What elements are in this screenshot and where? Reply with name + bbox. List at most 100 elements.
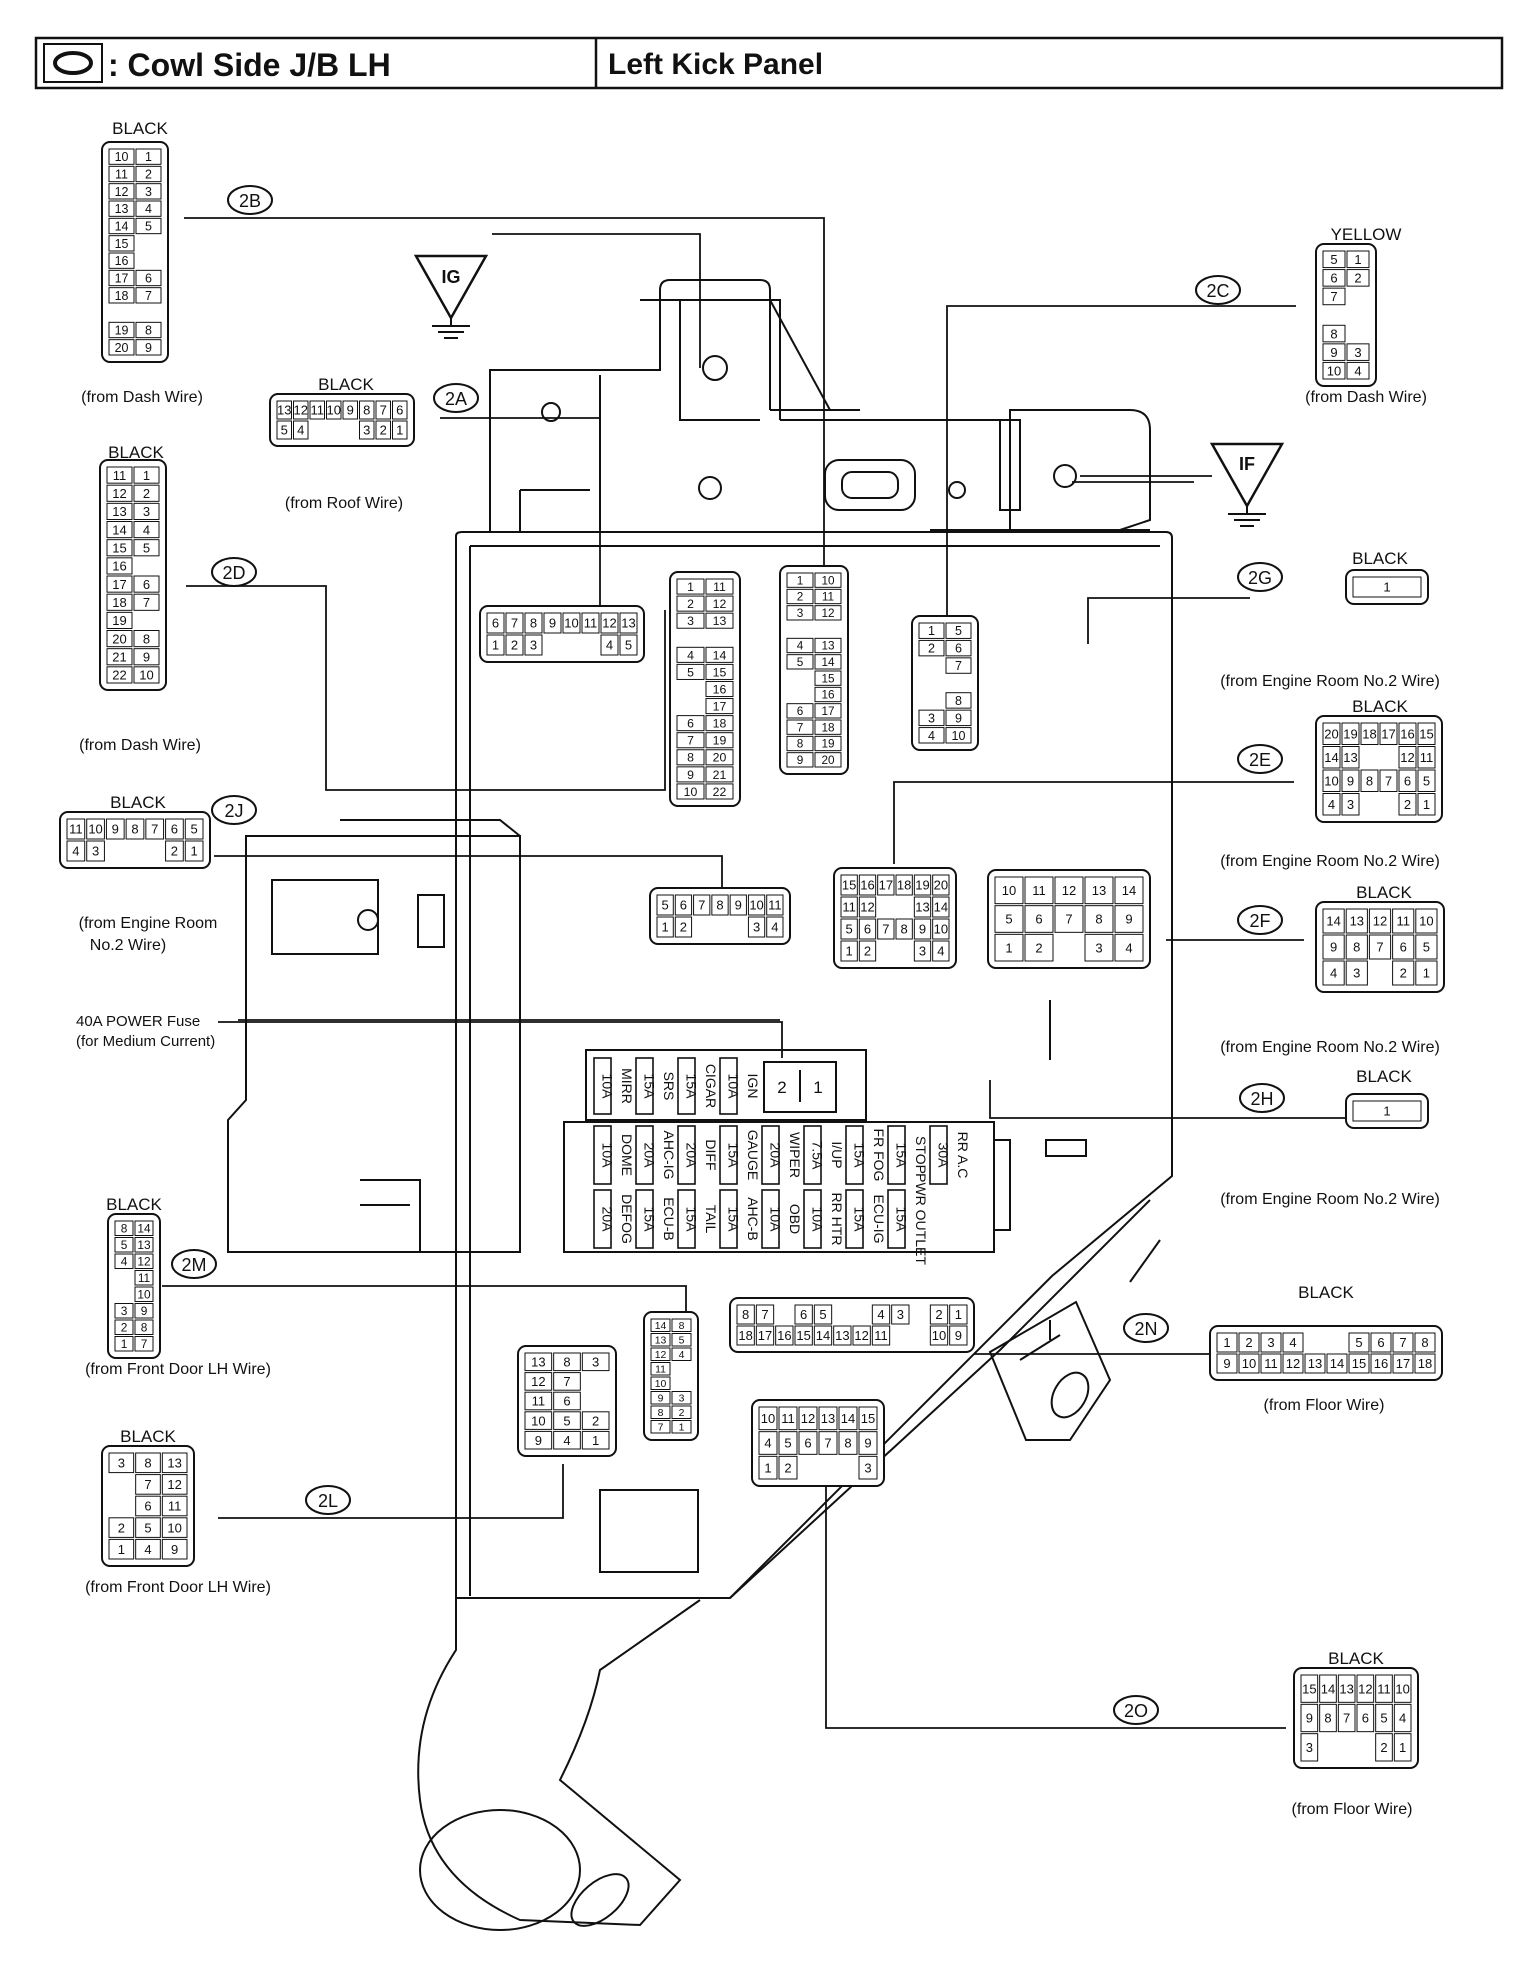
pin-cell (1370, 1332, 1392, 1353)
pin-cell (705, 680, 734, 698)
pin-number: 14 (137, 1222, 151, 1236)
pin-number: 20 (713, 751, 727, 765)
pin-cell (932, 874, 950, 896)
pin-cell (671, 1318, 692, 1332)
pin-cell (135, 217, 162, 235)
pin-number: 2 (143, 486, 150, 501)
connector-housing-c2M (107, 1213, 161, 1359)
pin-number: 11 (115, 167, 128, 181)
pin-cell (134, 1253, 154, 1269)
pin-cell (1084, 905, 1114, 933)
pin-cell (656, 894, 674, 916)
pin-cell (1352, 576, 1422, 598)
connector-2N-labels: BLACK (from Floor Wire) (1264, 1283, 1385, 1414)
pin-cell (891, 1304, 910, 1325)
pin-number: 17 (115, 271, 129, 285)
pin-number: 16 (115, 254, 129, 268)
pin-cell (135, 1452, 161, 1474)
pin-cell (108, 252, 135, 269)
pin-number: 1 (592, 1433, 599, 1448)
pin-number: 19 (115, 323, 129, 337)
fuse-amp-box (719, 1189, 738, 1249)
pin-number: 17 (758, 1328, 772, 1343)
pin-cell (392, 400, 408, 420)
pin-cell (106, 611, 133, 629)
fuse-amp-box (593, 1057, 612, 1115)
pin-number: 8 (1353, 940, 1360, 955)
fuse-amps: 15A (894, 1207, 910, 1233)
pin-cell (650, 1333, 671, 1347)
pin-cell (524, 1430, 553, 1450)
pin-cell (524, 1411, 553, 1430)
pin-cell (1024, 905, 1054, 933)
pin-number: 10 (327, 403, 341, 418)
pin-cell (1414, 1332, 1436, 1353)
pin-number: 2 (511, 638, 518, 653)
pin-cell (1392, 960, 1415, 986)
pin-number: 1 (687, 580, 694, 594)
ground-ig-symbol: IG (413, 254, 489, 339)
pin-cell (524, 1352, 553, 1372)
pin-number: 8 (797, 738, 804, 751)
pin-cell (858, 1455, 878, 1480)
pin-number: 11 (713, 580, 726, 594)
header-title: : Cowl Side J/B LH (108, 47, 391, 83)
power-fuse-pin-2: 2 (777, 1078, 786, 1097)
fuse-amps: 7.5A (810, 1141, 826, 1170)
pin-cell (1326, 1353, 1348, 1374)
pin-cell (66, 840, 86, 862)
pin-number: 12 (531, 1374, 545, 1389)
pin-cell (553, 1372, 581, 1391)
pin-number: 3 (679, 1394, 685, 1405)
pin-cell (619, 634, 638, 656)
pin-number: 1 (1383, 1104, 1390, 1119)
pin-number: 11 (1420, 750, 1434, 765)
pin-number: 3 (1354, 345, 1361, 360)
pin-number: 1 (797, 574, 804, 587)
pin-number: 15 (861, 1411, 875, 1426)
pin-number: 1 (121, 1337, 128, 1351)
pin-cell (135, 339, 162, 356)
connector-2D-source: (from Dash Wire) (79, 737, 201, 754)
pin-cell (778, 1406, 798, 1431)
pin-cell (114, 1220, 134, 1236)
pin-cell (766, 916, 784, 938)
callout-2H: 2H (1239, 1083, 1285, 1113)
pin-number: 12 (602, 616, 616, 631)
pin-number: 2 (680, 920, 687, 935)
pin-cell (676, 595, 705, 612)
ground-if-symbol: IF (1080, 442, 1285, 527)
pin-cell (293, 400, 309, 420)
pin-number: 13 (821, 1411, 835, 1426)
pin-cell (786, 637, 814, 654)
fuse-name: TAIL (703, 1205, 719, 1234)
pin-cell (1345, 934, 1368, 960)
callout-2L-text: 2L (318, 1491, 338, 1511)
pin-number: 15 (1302, 1681, 1316, 1696)
pin-cell (1322, 324, 1346, 343)
pin-number: 12 (294, 403, 308, 418)
pin-number: 8 (955, 694, 962, 708)
pin-cell (794, 1304, 813, 1325)
fuse-amp-box (593, 1189, 612, 1249)
pin-number: 4 (297, 423, 304, 438)
pin-number: 9 (143, 649, 150, 664)
pin-number: 13 (167, 1455, 181, 1470)
pin-number: 8 (145, 323, 152, 337)
pin-number: 12 (655, 1350, 667, 1361)
pin-number: 18 (1418, 1356, 1432, 1371)
pin-cell (778, 1431, 798, 1455)
pin-cell (581, 1352, 610, 1372)
pin-number: 9 (112, 822, 119, 837)
pin-number: 9 (864, 1436, 871, 1451)
pin-number: 6 (1400, 940, 1407, 955)
pin-number: 4 (1354, 363, 1361, 378)
pin-number: 13 (655, 1336, 667, 1347)
